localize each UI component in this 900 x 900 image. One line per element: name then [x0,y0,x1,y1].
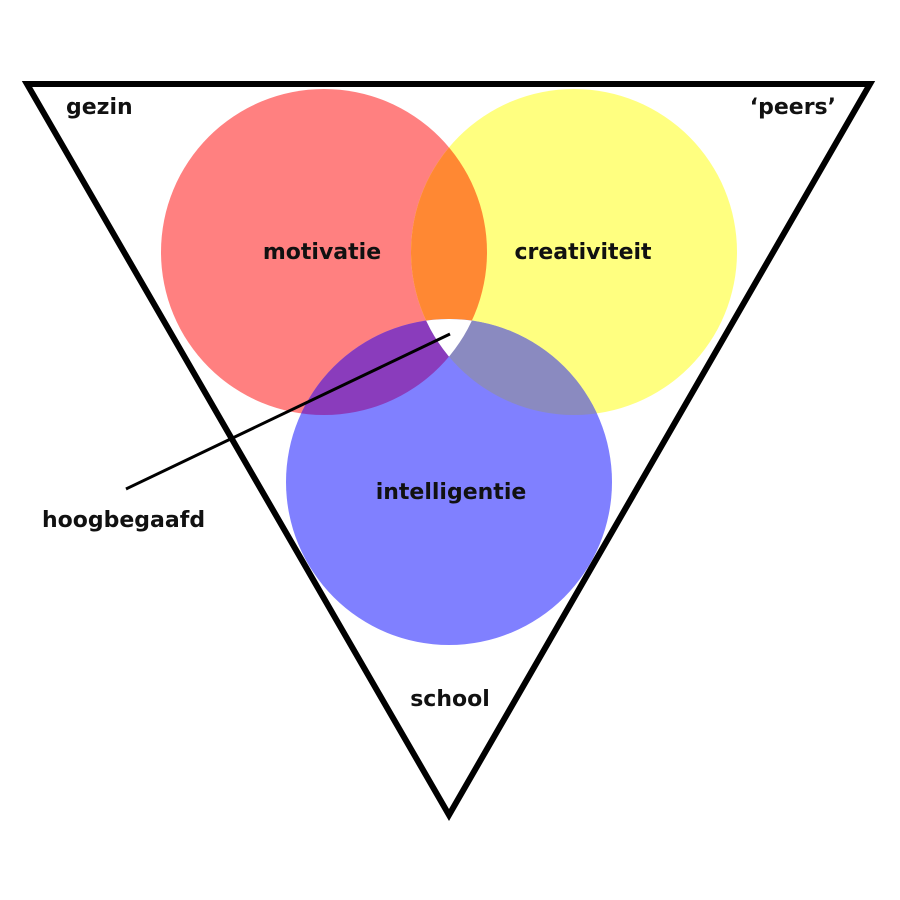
creativity-intelligence-overlap [411,319,612,415]
label-creativiteit: creativiteit [514,240,652,265]
label-hoogbegaafd: hoogbegaafd [42,508,205,533]
pointer-line [125,332,451,491]
corner-label-peers: ‘peers’ [750,95,836,120]
label-intelligentie: intelligentie [376,480,527,505]
label-motivatie: motivatie [263,240,381,265]
motivation-intelligence-overlap [286,319,487,415]
corner-label-school: school [410,687,490,712]
environment-triangle [21,81,876,822]
corner-label-gezin: gezin [66,95,133,120]
